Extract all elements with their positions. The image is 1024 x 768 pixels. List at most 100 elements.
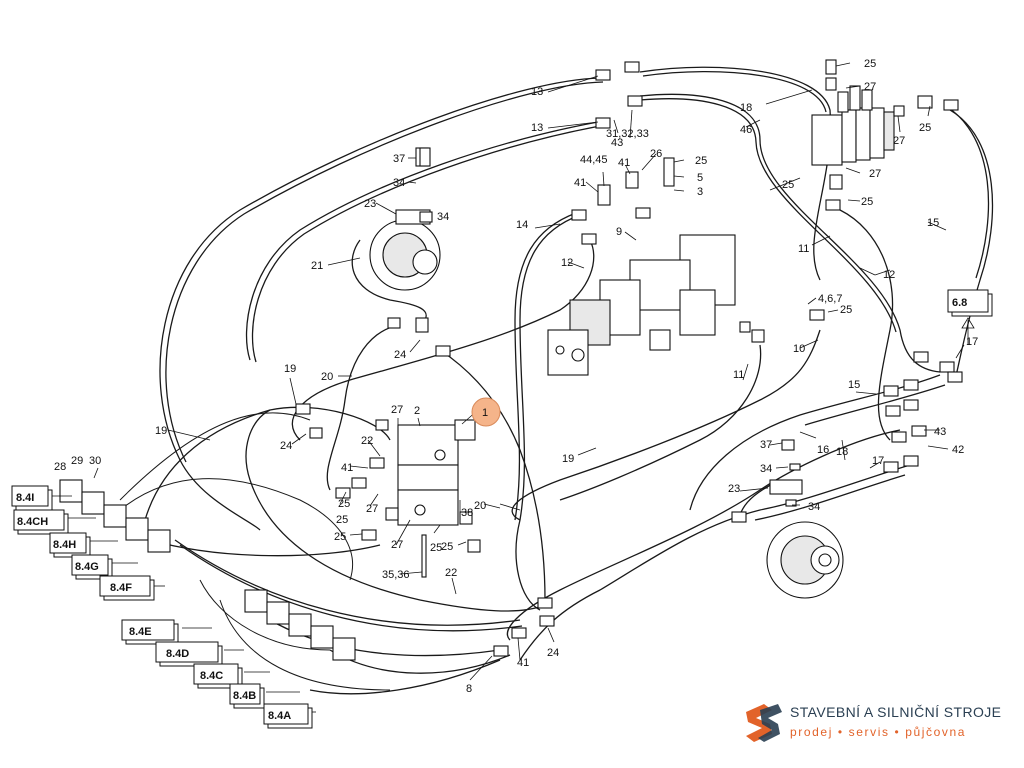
callout: 19 <box>562 453 574 465</box>
callout: 25 <box>336 514 348 526</box>
highlight-circle-part-1 <box>471 397 501 427</box>
callout: 26 <box>650 148 662 160</box>
callout: 24 <box>394 349 406 361</box>
reference-arrows <box>48 317 975 713</box>
callout-labels: 1 2 3 5 8 9 10 11 11 12 12 13 13 14 15 1… <box>54 58 978 695</box>
callout: 2 <box>414 405 420 417</box>
travel-motor <box>766 479 844 599</box>
leader-lines <box>93 62 965 681</box>
ref-box-6-8: 6.8 <box>947 289 993 317</box>
callout: 37 <box>393 153 405 165</box>
ref-box-8-4e: 8.4E <box>121 619 179 645</box>
callout: 12 <box>883 269 895 281</box>
callout: 25 <box>441 541 453 553</box>
callout: 29 <box>71 455 83 467</box>
ref-label-8-4c: 8.4C <box>200 670 223 682</box>
ref-label-8-4a: 8.4A <box>268 710 291 722</box>
callout: 3 <box>697 186 703 198</box>
callout: 15 <box>927 217 939 229</box>
callout: 22 <box>361 435 373 447</box>
callout: 23 <box>364 198 376 210</box>
callout: 25 <box>919 122 931 134</box>
callout: 17 <box>872 455 884 467</box>
callout: 23 <box>728 483 740 495</box>
company-logo: STAVEBNÍ A SILNIČNÍ STROJE prodej • serv… <box>742 700 1024 746</box>
callout: 44,45 <box>580 154 608 166</box>
callout: 20 <box>321 371 333 383</box>
callout: 13 <box>531 122 543 134</box>
callout: 41 <box>517 657 529 669</box>
ref-label-8-4g: 8.4G <box>75 561 99 573</box>
callout: 22 <box>445 567 457 579</box>
callout: 30 <box>89 455 101 467</box>
callout: 43 <box>934 426 946 438</box>
ref-label-8-4b: 8.4B <box>233 690 256 702</box>
logo-mark <box>746 704 782 742</box>
highlight-marker <box>471 397 501 427</box>
ref-box-8-4g: 8.4G <box>71 554 113 580</box>
ref-box-8-4a: 8.4A <box>263 703 313 729</box>
solenoid-valve-bank-lower <box>244 589 356 661</box>
callout: 1 <box>482 407 488 419</box>
callout: 12 <box>561 257 573 269</box>
callout: 42 <box>952 444 964 456</box>
callout: 43 <box>611 137 623 149</box>
callout: 37 <box>760 439 772 451</box>
ref-label-8-4h: 8.4H <box>53 539 76 551</box>
callout: 9 <box>616 226 622 238</box>
callout: 34 <box>808 501 820 513</box>
callout: 34 <box>437 211 449 223</box>
callout: 34 <box>393 177 405 189</box>
reference-boxes: 6.8 8.4I 8.4CH 8.4H 8.4G 8.4F <box>11 289 993 729</box>
callout: 27 <box>864 81 876 93</box>
ref-box-8-4h: 8.4H <box>49 532 91 558</box>
callout: 35,36 <box>382 569 410 581</box>
callout: 8 <box>466 683 472 695</box>
ref-label-8-4f: 8.4F <box>110 582 132 594</box>
company-name: STAVEBNÍ A SILNIČNÍ STROJE <box>790 704 1002 720</box>
callout: 21 <box>311 260 323 272</box>
machine-parts <box>59 59 963 661</box>
callout: 5 <box>697 172 703 184</box>
callout: 41 <box>574 177 586 189</box>
callout: 27 <box>893 135 905 147</box>
callout: 18 <box>836 446 848 458</box>
callout: 25 <box>695 155 707 167</box>
callout: 46 <box>740 124 752 136</box>
callout: 24 <box>547 647 559 659</box>
ref-label-8-4i: 8.4I <box>16 492 34 504</box>
callout: 15 <box>848 379 860 391</box>
callout: 27 <box>869 168 881 180</box>
callout: 25 <box>782 179 794 191</box>
valve-block <box>397 419 476 526</box>
callout: 25 <box>334 531 346 543</box>
ref-box-8-4c: 8.4C <box>193 663 243 689</box>
callout: 34 <box>760 463 772 475</box>
top-control-valve <box>811 85 895 166</box>
callout: 19 <box>284 363 296 375</box>
callout: 14 <box>516 219 528 231</box>
ref-box-8-4b: 8.4B <box>229 683 265 709</box>
callout: 10 <box>793 343 805 355</box>
company-tagline: prodej • servis • půjčovna <box>790 725 967 739</box>
callout: 27 <box>391 404 403 416</box>
callout: 4,6,7 <box>818 293 842 305</box>
callout: 27 <box>366 503 378 515</box>
callout: 11 <box>733 369 744 381</box>
callout: 38 <box>461 507 473 519</box>
ref-label-8-4e: 8.4E <box>129 626 152 638</box>
main-pump-assembly <box>547 234 736 376</box>
ref-box-8-4f: 8.4F <box>99 575 155 601</box>
callout: 41 <box>341 462 353 474</box>
callout: 11 <box>798 243 809 255</box>
callout: 16 <box>817 444 829 456</box>
solenoid-valve-bank-left <box>59 479 171 553</box>
callout: 17 <box>966 336 978 348</box>
callout: 41 <box>618 157 630 169</box>
callout: 25 <box>861 196 873 208</box>
ref-box-8-4i: 8.4I <box>11 485 53 511</box>
callout: 20 <box>474 500 486 512</box>
callout: 31,32,33 <box>606 128 649 140</box>
ref-box-8-4d: 8.4D <box>155 641 223 667</box>
